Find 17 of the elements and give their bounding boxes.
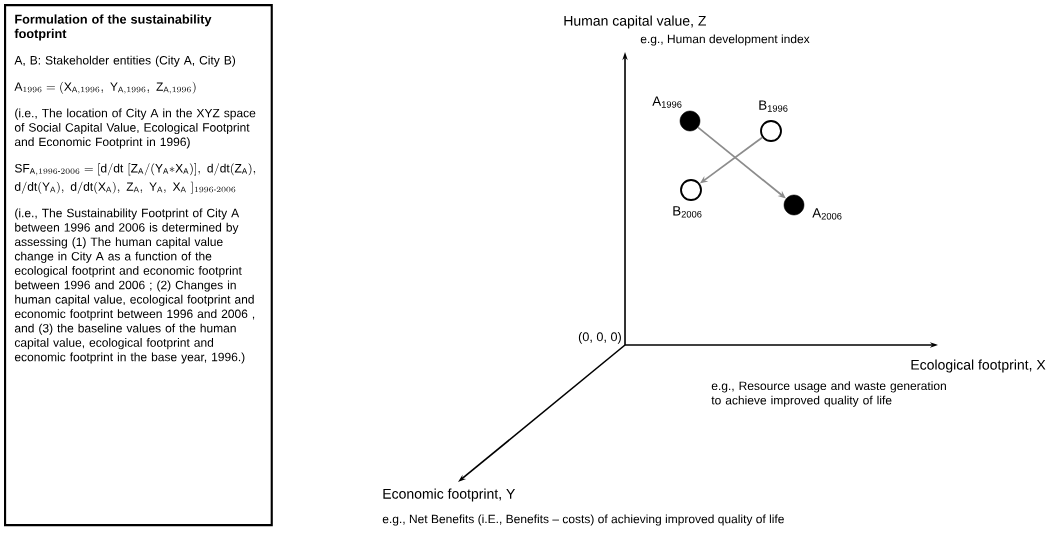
data-point — [680, 179, 702, 201]
axis-title: Economic footprint, Y — [383, 488, 515, 502]
data-point — [679, 110, 701, 132]
arrow — [697, 126, 786, 199]
axis-title: Human capital value, Z — [564, 15, 706, 29]
data-point — [783, 194, 805, 216]
point-label: A$_{2006}$ — [812, 208, 842, 220]
text-panel: Formulation of the sustainability footprint A, B: Stakeholder entities (City A, City B) $\mathrm{A}_{1996} = (\mathrm{X}_{\mathrm{A},1996},\ \mathrm{Y}_{\mathrm{A},1996},\ \mathrm{Z}_{\mathrm{A},1996})$ (i.e., The location of City A in the XYZ space of Social Capital Value, Ecological Footprint and Economic Footprint in 1996) $\begin{aligned}[t]&\mathrm{SF}_{\mathrm{A},1996\text{-}2006} = [\mathrm{d/dt}\ [\mathrm{Z}_\mathrm{A}/(\mathrm{Y}_\mathrm{A}{*}\mathrm{X}_\mathrm{A})],\ \mathrm{d/dt}(\mathrm{Z}_\mathrm{A}),\\ &\mathrm{d/dt}(\mathrm{Y}_\mathrm{A}),\ \mathrm{d/dt}(\mathrm{X}_\mathrm{A}),\ \mathrm{Z}_\mathrm{A},\ \mathrm{Y}_\mathrm{A},\ \mathrm{X}_\mathrm{A}\ ]_{1996\text{-}2006}\end{aligned}$ (i.e., The Sustainability Footprint of City A between 1996 and 2006 is determined by assessing (1) The human capital value change in City A as a function of the ecological footprint and economic footprint between 1996 and 2006 ; (2) Changes in human capital value, ecological footprint and economic footprint between 1996 and 2006 , and (3) the baseline values of the human capital value, ecological footprint and economic footprint in the base year, 1996.) — [4, 4, 273, 527]
data-point — [760, 120, 782, 142]
point-label: A$_{1996}$ — [652, 96, 682, 108]
axis-note: e.g., Resource usage and waste generation to achieve improved quality of life — [711, 381, 946, 407]
axis-title: Ecological footprint, X — [911, 359, 1046, 373]
point-label: B$_{2006}$ — [673, 206, 702, 218]
origin-label: (0, 0, 0) — [578, 331, 621, 344]
axis-note: e.g., Net Benefits (i.E., Benefits – costs) of achieving improved quality of life — [382, 514, 784, 526]
axis-note: e.g., Human development index — [640, 34, 810, 46]
point-label: B$_{1996}$ — [759, 100, 788, 112]
